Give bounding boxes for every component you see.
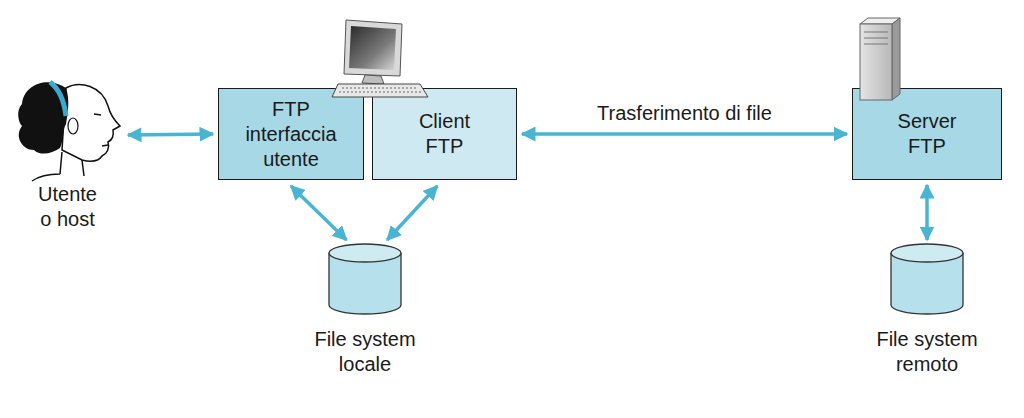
node-label: Client FTP bbox=[405, 109, 485, 159]
node-label: FTP interfaccia utente bbox=[226, 97, 356, 172]
node-label: File system remoto bbox=[858, 327, 996, 377]
monitor-frame bbox=[344, 20, 402, 76]
hair bbox=[18, 82, 68, 153]
tower-side bbox=[892, 18, 900, 100]
storage-cylinder: File system remoto bbox=[858, 243, 996, 377]
neck bbox=[32, 152, 84, 181]
node-label: Utente o host bbox=[33, 182, 103, 232]
connector-arrow bbox=[925, 185, 929, 240]
headband bbox=[50, 82, 66, 116]
eye-mouth bbox=[94, 114, 108, 146]
process-box: FTP interfaccia utente bbox=[218, 88, 364, 180]
edge-label: Trasferimento di file bbox=[593, 101, 776, 126]
tower-top bbox=[860, 18, 900, 24]
user-illustration bbox=[10, 70, 125, 182]
keyboard bbox=[332, 84, 428, 97]
monitor-screen bbox=[349, 26, 396, 70]
cylinder-top bbox=[891, 244, 963, 262]
cylinder-shape bbox=[328, 243, 402, 315]
node-label: File system locale bbox=[296, 327, 434, 377]
tower-bays bbox=[864, 32, 888, 44]
cylinder-shape bbox=[890, 243, 964, 315]
storage-cylinder: File system locale bbox=[296, 243, 434, 377]
connector-arrow bbox=[128, 132, 213, 136]
process-box: Client FTP bbox=[372, 88, 517, 180]
ear bbox=[68, 118, 78, 134]
monitor-stand bbox=[362, 75, 384, 84]
user-figure: Utente o host bbox=[10, 70, 125, 232]
connector-arrow bbox=[522, 132, 847, 136]
process-box: Server FTP bbox=[852, 88, 1002, 180]
connector-arrow bbox=[291, 186, 347, 240]
computer-icon bbox=[332, 20, 428, 97]
node-label: Server FTP bbox=[887, 109, 967, 159]
connector-arrow bbox=[387, 186, 437, 240]
server-icon bbox=[860, 18, 900, 100]
tower-front bbox=[860, 24, 892, 100]
cylinder-top bbox=[329, 244, 401, 262]
keyboard-keys bbox=[339, 88, 423, 92]
face bbox=[62, 85, 120, 162]
